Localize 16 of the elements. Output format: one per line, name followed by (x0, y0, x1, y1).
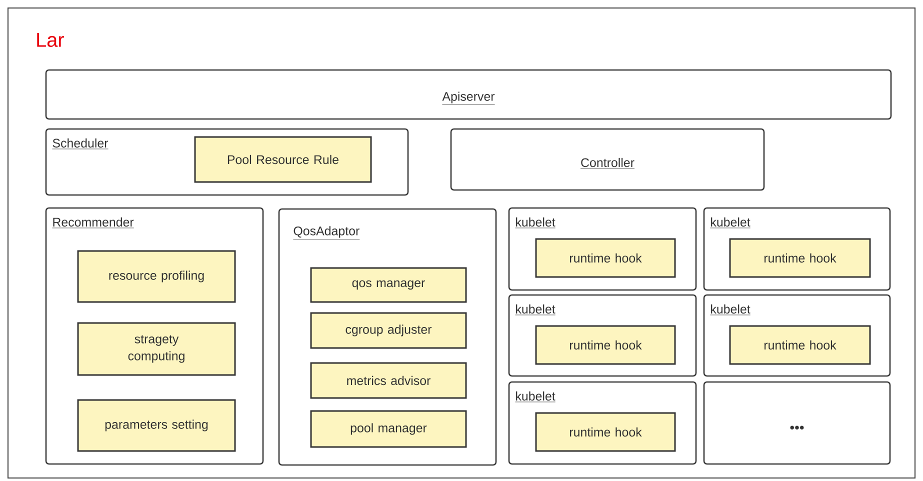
module-box: pool manager (310, 410, 467, 448)
module-box: runtime hook (535, 325, 676, 365)
module-box: stragety computing (77, 322, 236, 376)
module-box: runtime hook (729, 238, 871, 278)
component-box: Controller (450, 128, 765, 191)
module-box: runtime hook (535, 238, 676, 278)
module-box: runtime hook (729, 325, 871, 365)
module-box: resource profiling (77, 250, 236, 303)
module-box: cgroup adjuster (310, 312, 467, 349)
component-box: Apiserver (45, 69, 892, 120)
module-box: parameters setting (77, 399, 236, 452)
module-box: qos manager (310, 267, 467, 303)
module-box: runtime hook (535, 412, 676, 452)
ellipsis-box: ••• (703, 381, 891, 465)
module-box: Pool Resource Rule (194, 136, 372, 183)
module-box: metrics advisor (310, 362, 467, 399)
